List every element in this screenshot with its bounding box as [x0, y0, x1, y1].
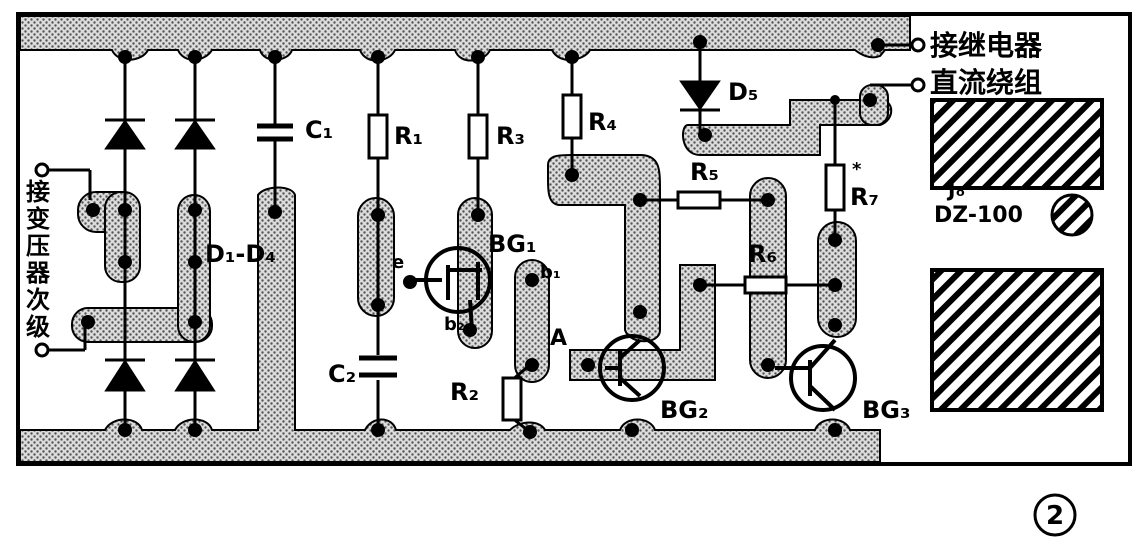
label-pin-b1: b₁: [540, 262, 561, 283]
capacitor-plates: [257, 123, 397, 378]
figure-number: 2: [1046, 501, 1064, 531]
label-transformer-char: 次: [26, 286, 50, 314]
label-jo: Jₒ: [946, 177, 965, 201]
bottom-copper-rail: [19, 186, 881, 463]
copper-traces: [71, 84, 893, 383]
label-d5: D₅: [728, 78, 758, 106]
figure-number-ring: [1033, 493, 1077, 537]
relay-coil-block-top: [930, 98, 1104, 190]
label-transformer-char: 变: [26, 205, 50, 233]
label-relay-coil: 接继电器 直流绕组: [930, 29, 1052, 99]
label-c2: C₂: [328, 360, 356, 388]
diode-symbols: [104, 80, 721, 392]
label-r7-mark: *: [852, 159, 862, 180]
label-r6: R₆: [748, 240, 777, 268]
label-bg1: BG₁: [488, 230, 537, 258]
solder-joints: [81, 35, 885, 439]
transistor-bg2: [598, 334, 666, 402]
resistor-bodies: [367, 93, 846, 422]
label-r4: R₄: [588, 108, 617, 136]
transistor-bg3: [775, 338, 857, 412]
label-point-a: A: [550, 326, 567, 351]
label-bg3: BG₃: [862, 396, 911, 424]
transistor-bg1: [412, 246, 492, 331]
label-r7: R₇: [850, 183, 879, 211]
relay-coil-block-bottom: [930, 268, 1104, 412]
label-r1: R₁: [394, 122, 423, 150]
label-diode-group: D₁-D₄: [205, 240, 276, 268]
label-pin-e: e: [392, 252, 404, 273]
label-c1: C₁: [305, 116, 333, 144]
label-transformer-char: 级: [26, 313, 50, 341]
label-transformer-char: 压: [26, 232, 50, 260]
terminal-rings: [34, 37, 926, 358]
label-transformer-char: 接: [26, 178, 50, 206]
label-r5: R₅: [690, 158, 719, 186]
label-model: DZ-100: [934, 203, 1023, 228]
label-bg2: BG₂: [660, 396, 709, 424]
label-r2: R₂: [450, 378, 479, 406]
label-transformer-char: 器: [25, 259, 51, 287]
label-pin-b2: b₂: [444, 314, 465, 335]
component-labels: D₁-D₄ C₁ C₂ R₁ R₃ R₄ R₅ R₆ R₇ * R₂ D₅ BG…: [205, 78, 1023, 424]
label-r3: R₃: [496, 122, 525, 150]
relay-pivot-icon: [1050, 193, 1094, 237]
